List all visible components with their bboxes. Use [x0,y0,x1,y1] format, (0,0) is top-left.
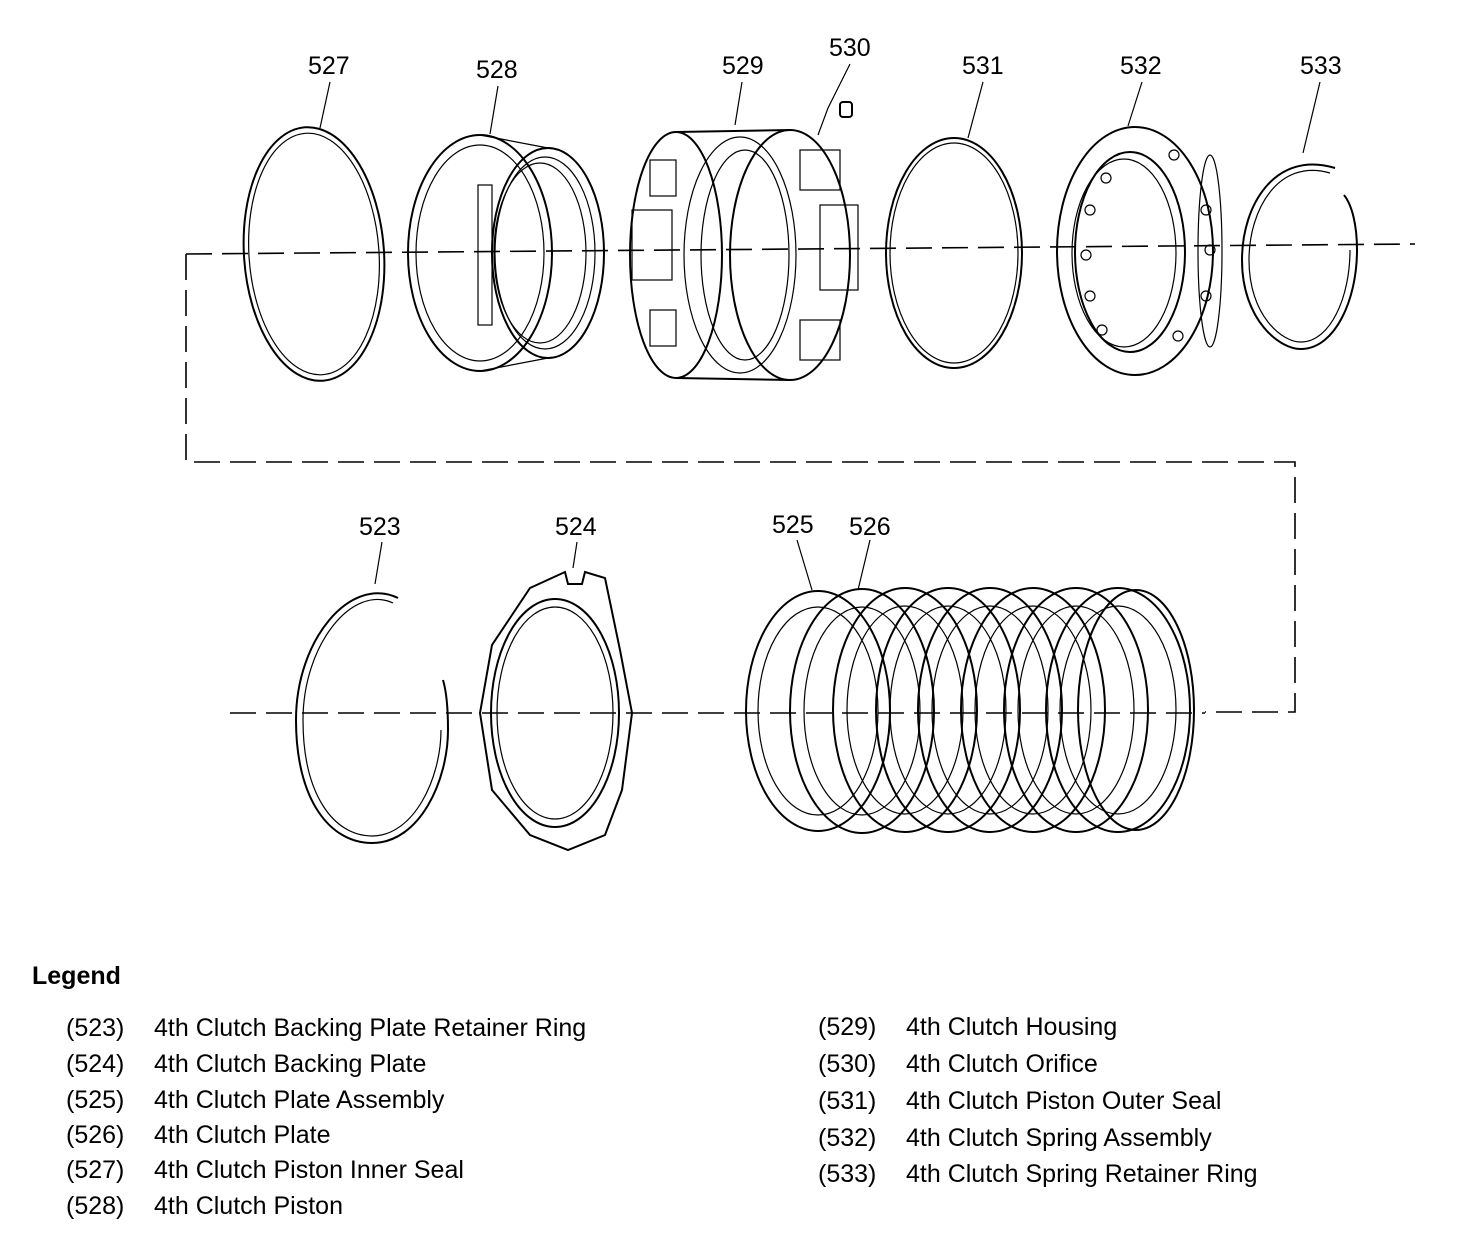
callout-531: 531 [962,52,1004,80]
legend-item: (529) 4th Clutch Housing [818,1013,1117,1042]
part-524-backing-plate [478,570,634,852]
part-533-spring-retainer-ring [1240,163,1359,351]
callout-526: 526 [849,513,891,541]
part-529-housing [629,129,859,381]
legend-label: 4th Clutch Piston Inner Seal [154,1156,464,1184]
callout-529: 529 [722,52,764,80]
part-527-piston-inner-seal [242,126,386,382]
exploded-view-diagram: 527 528 529 530 531 532 533 523 524 525 … [185,34,1416,852]
center-axis-lines [185,243,1416,714]
legend-label: 4th Clutch Plate [154,1121,331,1149]
legend-title: Legend [32,962,121,990]
legend-label: 4th Clutch Housing [906,1013,1118,1041]
legend-number: (524) [66,1050,125,1078]
legend-item: (533) 4th Clutch Spring Retainer Ring [818,1160,1258,1189]
legend-number: (526) [66,1121,125,1149]
callout-532: 532 [1120,52,1162,80]
legend-item: (523) 4th Clutch Backing Plate Retainer R… [66,1014,586,1043]
legend-label: 4th Clutch Piston Outer Seal [906,1087,1222,1115]
callout-527: 527 [308,52,350,80]
legend-number: (525) [66,1086,125,1114]
legend-label: 4th Clutch Spring Assembly [906,1124,1212,1152]
legend-number: (531) [818,1087,877,1115]
legend-number: (533) [818,1160,877,1188]
legend-label: 4th Clutch Spring Retainer Ring [906,1160,1258,1188]
legend-label: 4th Clutch Piston [154,1192,343,1220]
legend-number: (530) [818,1050,877,1078]
callout-524: 524 [555,513,597,541]
legend-number: (527) [66,1156,125,1184]
callout-530: 530 [829,34,871,62]
callout-523: 523 [359,513,401,541]
callout-labels: 527 528 529 530 531 532 533 523 524 525 … [308,34,1342,541]
legend-number: (529) [818,1013,877,1041]
legend-label: 4th Clutch Backing Plate Retainer Ring [154,1014,587,1042]
legend-item: (526) 4th Clutch Plate [66,1121,331,1150]
part-523-retainer-ring [294,592,450,845]
leader-lines [319,63,1321,591]
callout-533: 533 [1300,52,1342,80]
part-530-orifice [839,101,853,118]
legend-label: 4th Clutch Orifice [906,1050,1098,1078]
callout-525: 525 [772,511,814,539]
legend-item: (524) 4th Clutch Backing Plate [66,1050,426,1079]
part-525-526-clutch-pack [745,587,1195,834]
legend-label: 4th Clutch Plate Assembly [154,1086,445,1114]
legend-number: (528) [66,1192,125,1220]
legend-item: (527) 4th Clutch Piston Inner Seal [66,1156,464,1185]
part-532-spring-assembly [1056,126,1223,376]
callout-528: 528 [476,56,518,84]
legend-item: (525) 4th Clutch Plate Assembly [66,1086,444,1115]
part-531-piston-outer-seal [885,137,1023,369]
legend-item: (532) 4th Clutch Spring Assembly [818,1124,1212,1153]
legend-item: (531) 4th Clutch Piston Outer Seal [818,1087,1221,1116]
legend-item: (528) 4th Clutch Piston [66,1192,343,1221]
legend-number: (532) [818,1124,877,1152]
legend-label: 4th Clutch Backing Plate [154,1050,427,1078]
part-528-piston [407,134,605,372]
legend-item: (530) 4th Clutch Orifice [818,1050,1098,1079]
legend-number: (523) [66,1014,125,1042]
